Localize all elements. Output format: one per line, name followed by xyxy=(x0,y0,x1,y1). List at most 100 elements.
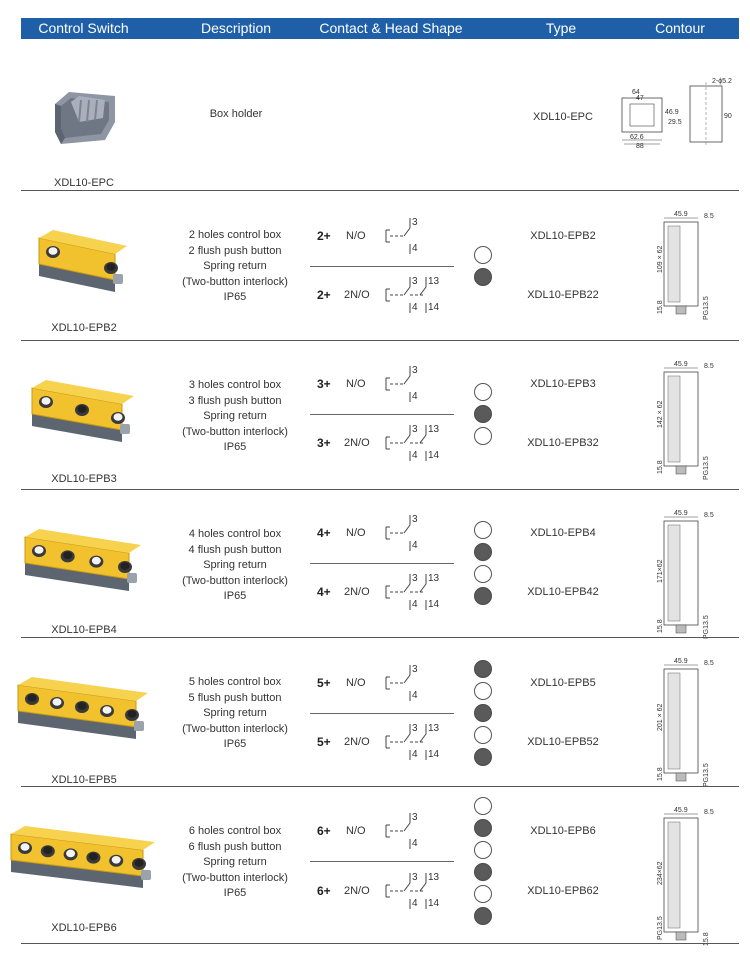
type-code: XDL10-EPB32 xyxy=(527,437,599,449)
description-line: (Two-button interlock) xyxy=(182,275,288,288)
svg-text:64: 64 xyxy=(632,89,640,96)
product-name: XDL10-EPB3 xyxy=(51,473,117,485)
contact-label: N/O xyxy=(346,230,366,242)
head-shape-white-circle xyxy=(474,521,492,539)
description-line: Spring return xyxy=(203,260,267,272)
description-line: 4 flush push button xyxy=(188,543,282,556)
symbol-line xyxy=(419,882,427,892)
description-line: Box holder xyxy=(209,108,263,120)
row-divider xyxy=(21,943,739,944)
head-shape-dark-circle xyxy=(474,543,492,561)
symbol-line xyxy=(419,733,427,743)
description-line: Spring return xyxy=(203,856,267,868)
push-button xyxy=(120,562,130,570)
description-line: Spring return xyxy=(203,559,267,571)
contour-dimension: PG13.5 xyxy=(703,763,710,787)
control-box-image xyxy=(17,677,148,739)
terminal-number: 3 xyxy=(412,573,418,584)
symbol-line xyxy=(403,583,411,593)
terminal-number: 13 xyxy=(428,872,440,883)
head-shape-white-circle xyxy=(474,726,492,744)
type-code: XDL10-EPB2 xyxy=(530,230,596,242)
symbol-line xyxy=(403,733,411,743)
contour-dimension: 45.9 xyxy=(674,211,688,218)
contour-dimension: 15.8 xyxy=(657,767,664,781)
box-base xyxy=(39,262,115,292)
type-code: XDL10-EPB5 xyxy=(530,677,596,689)
cable-gland xyxy=(141,870,151,880)
terminal-number: 14 xyxy=(428,450,440,461)
type-code: XDL10-EPB4 xyxy=(530,527,596,539)
description-line: 3 holes control box xyxy=(188,379,282,391)
no-contact-symbol: 34 xyxy=(385,514,418,551)
description-line: 5 holes control box xyxy=(188,676,282,688)
terminal-number: 4 xyxy=(412,690,418,701)
product-name: XDL10-EPB6 xyxy=(51,922,117,934)
contact-count: 2+ xyxy=(317,288,331,302)
contour-dimension: PG13.5 xyxy=(703,456,710,480)
contour-side xyxy=(667,524,681,622)
contact-divider xyxy=(310,414,454,415)
terminal-number: 4 xyxy=(412,391,418,402)
head-shape-dark-circle xyxy=(474,587,492,605)
terminal-number: 4 xyxy=(412,540,418,551)
contact-label: 2N/O xyxy=(344,289,370,301)
contour-dimension: 15.8 xyxy=(657,619,664,633)
type-code: XDL10-EPB3 xyxy=(530,378,596,390)
header-control-switch: Control Switch xyxy=(38,20,129,36)
terminal-number: 4 xyxy=(412,838,418,849)
head-shape-white-circle xyxy=(474,246,492,264)
no-contact-symbol: 34 xyxy=(385,812,418,849)
description-line: (Two-button interlock) xyxy=(182,574,288,587)
svg-text:47: 47 xyxy=(636,95,644,102)
terminal-number: 14 xyxy=(428,898,440,909)
box-top-face xyxy=(25,529,141,553)
contour-dimension: 45.9 xyxy=(674,510,688,517)
no-contact-symbol: 34 xyxy=(385,664,418,701)
push-button xyxy=(127,710,137,718)
contour-gland xyxy=(675,305,687,315)
contour-dimension: PG13.5 xyxy=(657,916,664,940)
contour-dimension: 15.8 xyxy=(657,300,664,314)
contact-count: 5+ xyxy=(317,676,331,690)
contour-dimension: PG13.5 xyxy=(703,296,710,320)
table-header: Control Switch Description Contact & Hea… xyxy=(21,18,739,39)
terminal-number: 14 xyxy=(428,599,440,610)
cable-gland xyxy=(127,573,137,583)
contour-drawing: 2-ϕ5.2 64 47 46.9 62.6 88 29.5 90 xyxy=(621,78,732,150)
contour-dimension: 45.9 xyxy=(674,807,688,814)
description-line: Spring return xyxy=(203,707,267,719)
terminal-number: 4 xyxy=(412,243,418,254)
svg-text:2-ϕ5.2: 2-ϕ5.2 xyxy=(712,78,732,85)
symbol-line xyxy=(403,822,411,832)
terminal-number: 3 xyxy=(412,664,418,675)
terminal-number: 4 xyxy=(412,302,418,313)
head-shape-dark-circle xyxy=(474,405,492,423)
contour-dimension: 142 × 62 xyxy=(657,400,664,428)
description-line: 2 holes control box xyxy=(188,229,282,241)
head-shape-dark-circle xyxy=(474,907,492,925)
contact-divider xyxy=(310,266,454,267)
box-top-face xyxy=(39,230,127,254)
push-button xyxy=(52,698,62,706)
contour-side xyxy=(667,225,681,303)
contour-dimension: 8.5 xyxy=(704,809,714,816)
terminal-number: 14 xyxy=(428,302,440,313)
row-divider xyxy=(21,190,739,191)
box-base xyxy=(32,412,122,442)
contact-count: 6+ xyxy=(317,824,331,838)
symbol-line xyxy=(403,227,411,237)
terminal-number: 3 xyxy=(412,872,418,883)
description-line: 4 holes control box xyxy=(188,528,282,540)
head-shape-dark-circle xyxy=(474,748,492,766)
contact-count: 4+ xyxy=(317,526,331,540)
box-holder-image xyxy=(55,92,115,144)
push-button xyxy=(34,546,44,554)
contact-label: N/O xyxy=(346,527,366,539)
push-button xyxy=(43,846,53,854)
